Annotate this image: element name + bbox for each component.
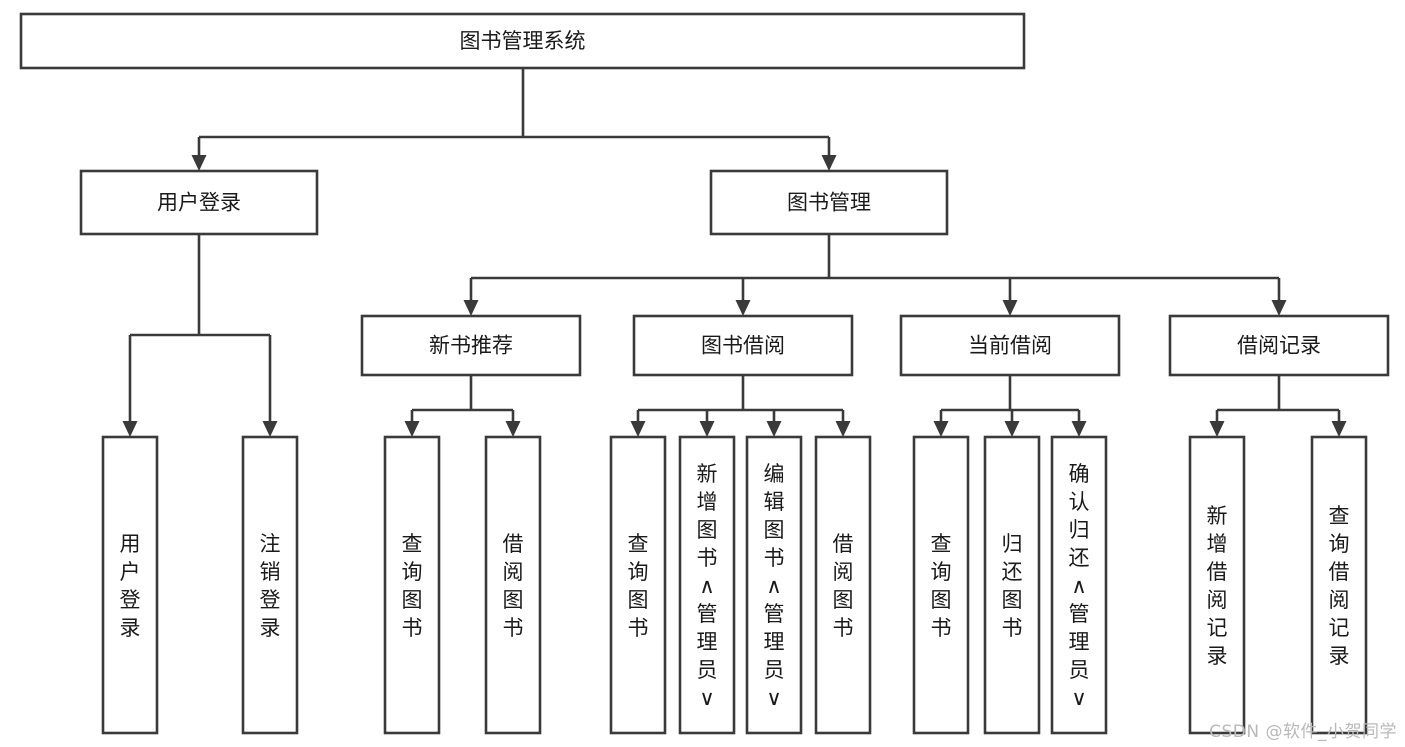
node-label-book-manage: 图书管理 [787, 191, 871, 215]
node-box-user-login [79, 169, 319, 236]
node-box-leaf-user-logout [241, 435, 299, 735]
node-label-root: 图书管理系统 [460, 29, 586, 53]
arrow-head-icon [262, 421, 278, 437]
arrow-head-icon [933, 421, 949, 437]
arrow-head-icon [122, 421, 138, 437]
arrow-head-icon [1331, 421, 1347, 437]
node-label-leaf-user-logout: 注销登录 [260, 532, 281, 640]
node-book-borrow[interactable]: 图书借阅 [632, 314, 854, 377]
node-box-leaf-query-books-current [912, 435, 970, 735]
node-user-login[interactable]: 用户登录 [79, 169, 319, 236]
node-label-leaf-query-books-recommend: 查询图书 [402, 532, 423, 640]
node-label-leaf-add-borrow-record: 新增借阅记录 [1207, 504, 1228, 668]
node-box-leaf-user-login [101, 435, 159, 735]
node-label-leaf-user-login: 用户登录 [120, 532, 141, 640]
node-box-leaf-return-books [983, 435, 1041, 735]
node-book-manage[interactable]: 图书管理 [709, 169, 949, 236]
node-label-leaf-query-books-borrow: 查询图书 [628, 532, 649, 640]
arrow-head-icon [735, 300, 751, 316]
node-box-new-book-recommend [360, 314, 582, 377]
node-box-root [19, 12, 1026, 70]
arrow-head-icon [404, 421, 420, 437]
node-label-leaf-borrow-books-recommend: 借阅图书 [503, 532, 524, 640]
node-leaf-add-borrow-record[interactable]: 新增借阅记录 [1188, 435, 1246, 735]
node-label-user-login: 用户登录 [157, 191, 241, 215]
node-root[interactable]: 图书管理系统 [19, 12, 1026, 70]
arrow-head-icon [835, 421, 851, 437]
node-label-leaf-confirm-return-admin: 确认归还∧管理员∨ [1069, 462, 1090, 710]
node-label-leaf-query-books-current: 查询图书 [931, 532, 952, 640]
node-box-leaf-borrow-books [814, 435, 872, 735]
node-box-leaf-borrow-books-recommend [484, 435, 542, 735]
node-new-book-recommend[interactable]: 新书推荐 [360, 314, 582, 377]
arrow-head-icon [463, 300, 479, 316]
node-leaf-borrow-books[interactable]: 借阅图书 [814, 435, 872, 735]
node-label-current-borrow: 当前借阅 [968, 334, 1052, 358]
node-box-borrow-record [1168, 314, 1390, 377]
node-leaf-add-book-admin[interactable]: 新增图书∧管理员∨ [678, 435, 736, 735]
node-box-book-manage [709, 169, 949, 236]
connectors-layer [122, 68, 1347, 437]
arrow-head-icon [766, 421, 782, 437]
arrow-head-icon [1209, 421, 1225, 437]
arrow-head-icon [1071, 421, 1087, 437]
node-leaf-query-books-current[interactable]: 查询图书 [912, 435, 970, 735]
node-box-leaf-query-books-recommend [383, 435, 441, 735]
node-label-leaf-borrow-books: 借阅图书 [833, 532, 854, 640]
node-leaf-query-borrow-record[interactable]: 查询借阅记录 [1310, 435, 1368, 735]
node-leaf-user-login[interactable]: 用户登录 [101, 435, 159, 735]
node-label-borrow-record: 借阅记录 [1237, 334, 1321, 358]
node-box-current-borrow [899, 314, 1121, 377]
node-box-book-borrow [632, 314, 854, 377]
node-box-leaf-confirm-return-admin [1050, 435, 1108, 735]
node-label-leaf-query-borrow-record: 查询借阅记录 [1329, 504, 1350, 668]
watermark-label: CSDN @软件_小贺同学 [1209, 722, 1397, 742]
arrow-head-icon [191, 155, 207, 171]
node-box-leaf-query-borrow-record [1310, 435, 1368, 735]
arrow-head-icon [505, 421, 521, 437]
node-leaf-query-books-recommend[interactable]: 查询图书 [383, 435, 441, 735]
node-box-leaf-add-book-admin [678, 435, 736, 735]
arrow-head-icon [821, 155, 837, 171]
node-leaf-confirm-return-admin[interactable]: 确认归还∧管理员∨ [1050, 435, 1108, 735]
arrow-head-icon [1004, 421, 1020, 437]
node-leaf-edit-book-admin[interactable]: 编辑图书∧管理员∨ [745, 435, 803, 735]
node-leaf-query-books-borrow[interactable]: 查询图书 [609, 435, 667, 735]
nodes-layer: 图书管理系统用户登录图书管理新书推荐图书借阅当前借阅借阅记录用户登录注销登录查询… [19, 12, 1390, 735]
node-label-book-borrow: 图书借阅 [701, 334, 785, 358]
arrow-head-icon [699, 421, 715, 437]
node-current-borrow[interactable]: 当前借阅 [899, 314, 1121, 377]
arrow-head-icon [1002, 300, 1018, 316]
node-label-leaf-return-books: 归还图书 [1002, 532, 1023, 640]
arrow-head-icon [630, 421, 646, 437]
node-borrow-record[interactable]: 借阅记录 [1168, 314, 1390, 377]
node-label-leaf-edit-book-admin: 编辑图书∧管理员∨ [764, 462, 785, 710]
node-box-leaf-query-books-borrow [609, 435, 667, 735]
node-label-new-book-recommend: 新书推荐 [429, 334, 513, 358]
node-leaf-user-logout[interactable]: 注销登录 [241, 435, 299, 735]
node-box-leaf-edit-book-admin [745, 435, 803, 735]
node-leaf-return-books[interactable]: 归还图书 [983, 435, 1041, 735]
arrow-head-icon [1271, 300, 1287, 316]
node-box-leaf-add-borrow-record [1188, 435, 1246, 735]
node-leaf-borrow-books-recommend[interactable]: 借阅图书 [484, 435, 542, 735]
node-label-leaf-add-book-admin: 新增图书∧管理员∨ [697, 462, 718, 710]
